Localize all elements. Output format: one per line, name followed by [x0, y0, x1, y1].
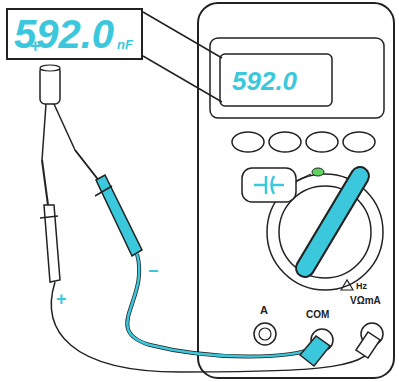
capacitor-lead [42, 104, 46, 160]
button [269, 132, 301, 152]
callout-leader [296, 174, 311, 181]
jack-label: A [260, 305, 268, 316]
polarity-sign: + [30, 37, 41, 55]
display-reading: 592.0 [232, 68, 297, 94]
position-dot [312, 168, 324, 176]
button [343, 132, 375, 152]
jack-label: VΩmA [350, 296, 381, 306]
probe [40, 216, 58, 218]
probe-wire [127, 254, 316, 357]
probe [95, 186, 112, 196]
jack-label: Hz [356, 282, 367, 291]
capacitor-lead [54, 104, 75, 150]
probe [96, 175, 142, 256]
function-bubble [242, 168, 296, 202]
plug [300, 336, 330, 366]
capacitor-body [40, 66, 60, 104]
jack [259, 328, 271, 340]
display-callout: 592.0nF [6, 8, 143, 60]
jack-label: COM [306, 310, 329, 320]
probe-wire [51, 282, 372, 372]
dial-pointer [305, 176, 360, 268]
warning-triangle [341, 280, 353, 290]
plug [356, 332, 380, 358]
unit-label: nF [117, 38, 133, 54]
lcd-window [220, 54, 332, 106]
lcd-reading: 592.0 [228, 66, 301, 96]
meter-body [198, 3, 394, 378]
probe [42, 160, 48, 205]
dial-pointer [305, 176, 360, 268]
capacitor-body [40, 65, 60, 71]
polarity-sign: − [148, 262, 159, 280]
probe-wire [127, 254, 316, 357]
probe [75, 150, 100, 182]
capacitor-symbol [254, 176, 284, 194]
callout-leader [143, 12, 222, 58]
display-frame [210, 38, 384, 118]
jack [254, 323, 276, 345]
callout-leader [143, 56, 222, 102]
button [232, 132, 264, 152]
button [306, 132, 338, 152]
polarity-sign: + [56, 290, 67, 308]
polarity-sign: − [94, 36, 105, 54]
